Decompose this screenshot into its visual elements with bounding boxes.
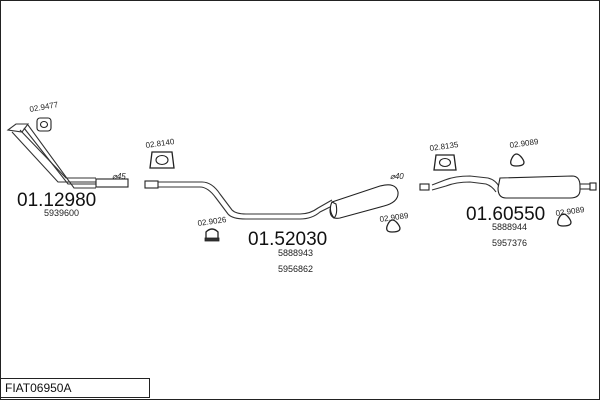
part-number-label: 01.52030 (248, 229, 327, 250)
clamp-icon (204, 228, 220, 242)
hanger-icon (149, 151, 175, 169)
fitting-number-label: 02.9089 (509, 137, 539, 150)
fitting-number-label: 02.9089 (379, 211, 409, 224)
front-pipe (6, 123, 129, 189)
diameter-label: ⌀40 (390, 172, 404, 181)
rubber-ring-icon (510, 153, 525, 167)
oe-reference-label: 5888943 (278, 248, 313, 258)
oe-reference-label: 5939600 (44, 208, 79, 218)
hanger-icon (433, 154, 457, 171)
fitting-number-label: 02.8140 (145, 137, 175, 150)
rear-silencer (419, 175, 597, 199)
gasket-icon (36, 117, 52, 132)
fitting-number-label: 02.9477 (29, 100, 60, 114)
diameter-label: ⌀45 (112, 172, 126, 181)
oe-reference-label: 5888944 (492, 222, 527, 232)
oe-reference-label: 5956862 (278, 264, 313, 274)
diagram-code: FIAT06950A (0, 378, 150, 398)
rubber-ring-icon (386, 219, 401, 233)
rubber-ring-icon (557, 213, 572, 227)
part-number-label: 01.60550 (466, 204, 545, 225)
fitting-number-label: 02.8135 (429, 140, 459, 153)
oe-reference-label: 5957376 (492, 238, 527, 248)
fitting-number-label: 02.9089 (555, 205, 585, 218)
middle-pipe (144, 180, 399, 220)
part-number-label: 01.12980 (17, 190, 96, 211)
fitting-number-label: 02.9026 (197, 215, 227, 228)
